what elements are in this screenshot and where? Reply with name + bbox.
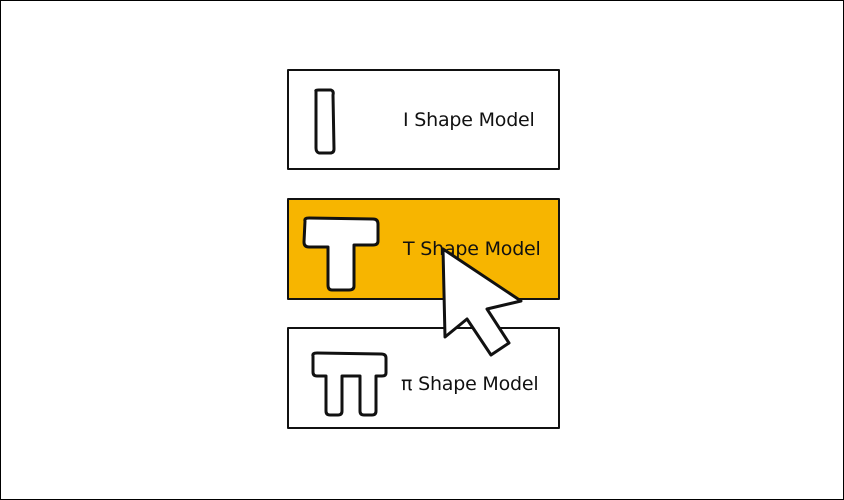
option-label: I Shape Model <box>403 109 535 131</box>
option-i-shape-model[interactable]: I Shape Model <box>287 69 560 170</box>
pi-shape-icon <box>311 351 388 417</box>
mouse-pointer-icon <box>441 247 523 357</box>
option-label: π Shape Model <box>401 373 539 395</box>
option-pi-shape-model[interactable]: π Shape Model <box>287 327 560 429</box>
t-shape-icon <box>302 216 380 292</box>
i-shape-icon <box>314 88 336 155</box>
option-label: T Shape Model <box>403 238 541 260</box>
option-t-shape-model[interactable]: T Shape Model <box>287 198 560 300</box>
